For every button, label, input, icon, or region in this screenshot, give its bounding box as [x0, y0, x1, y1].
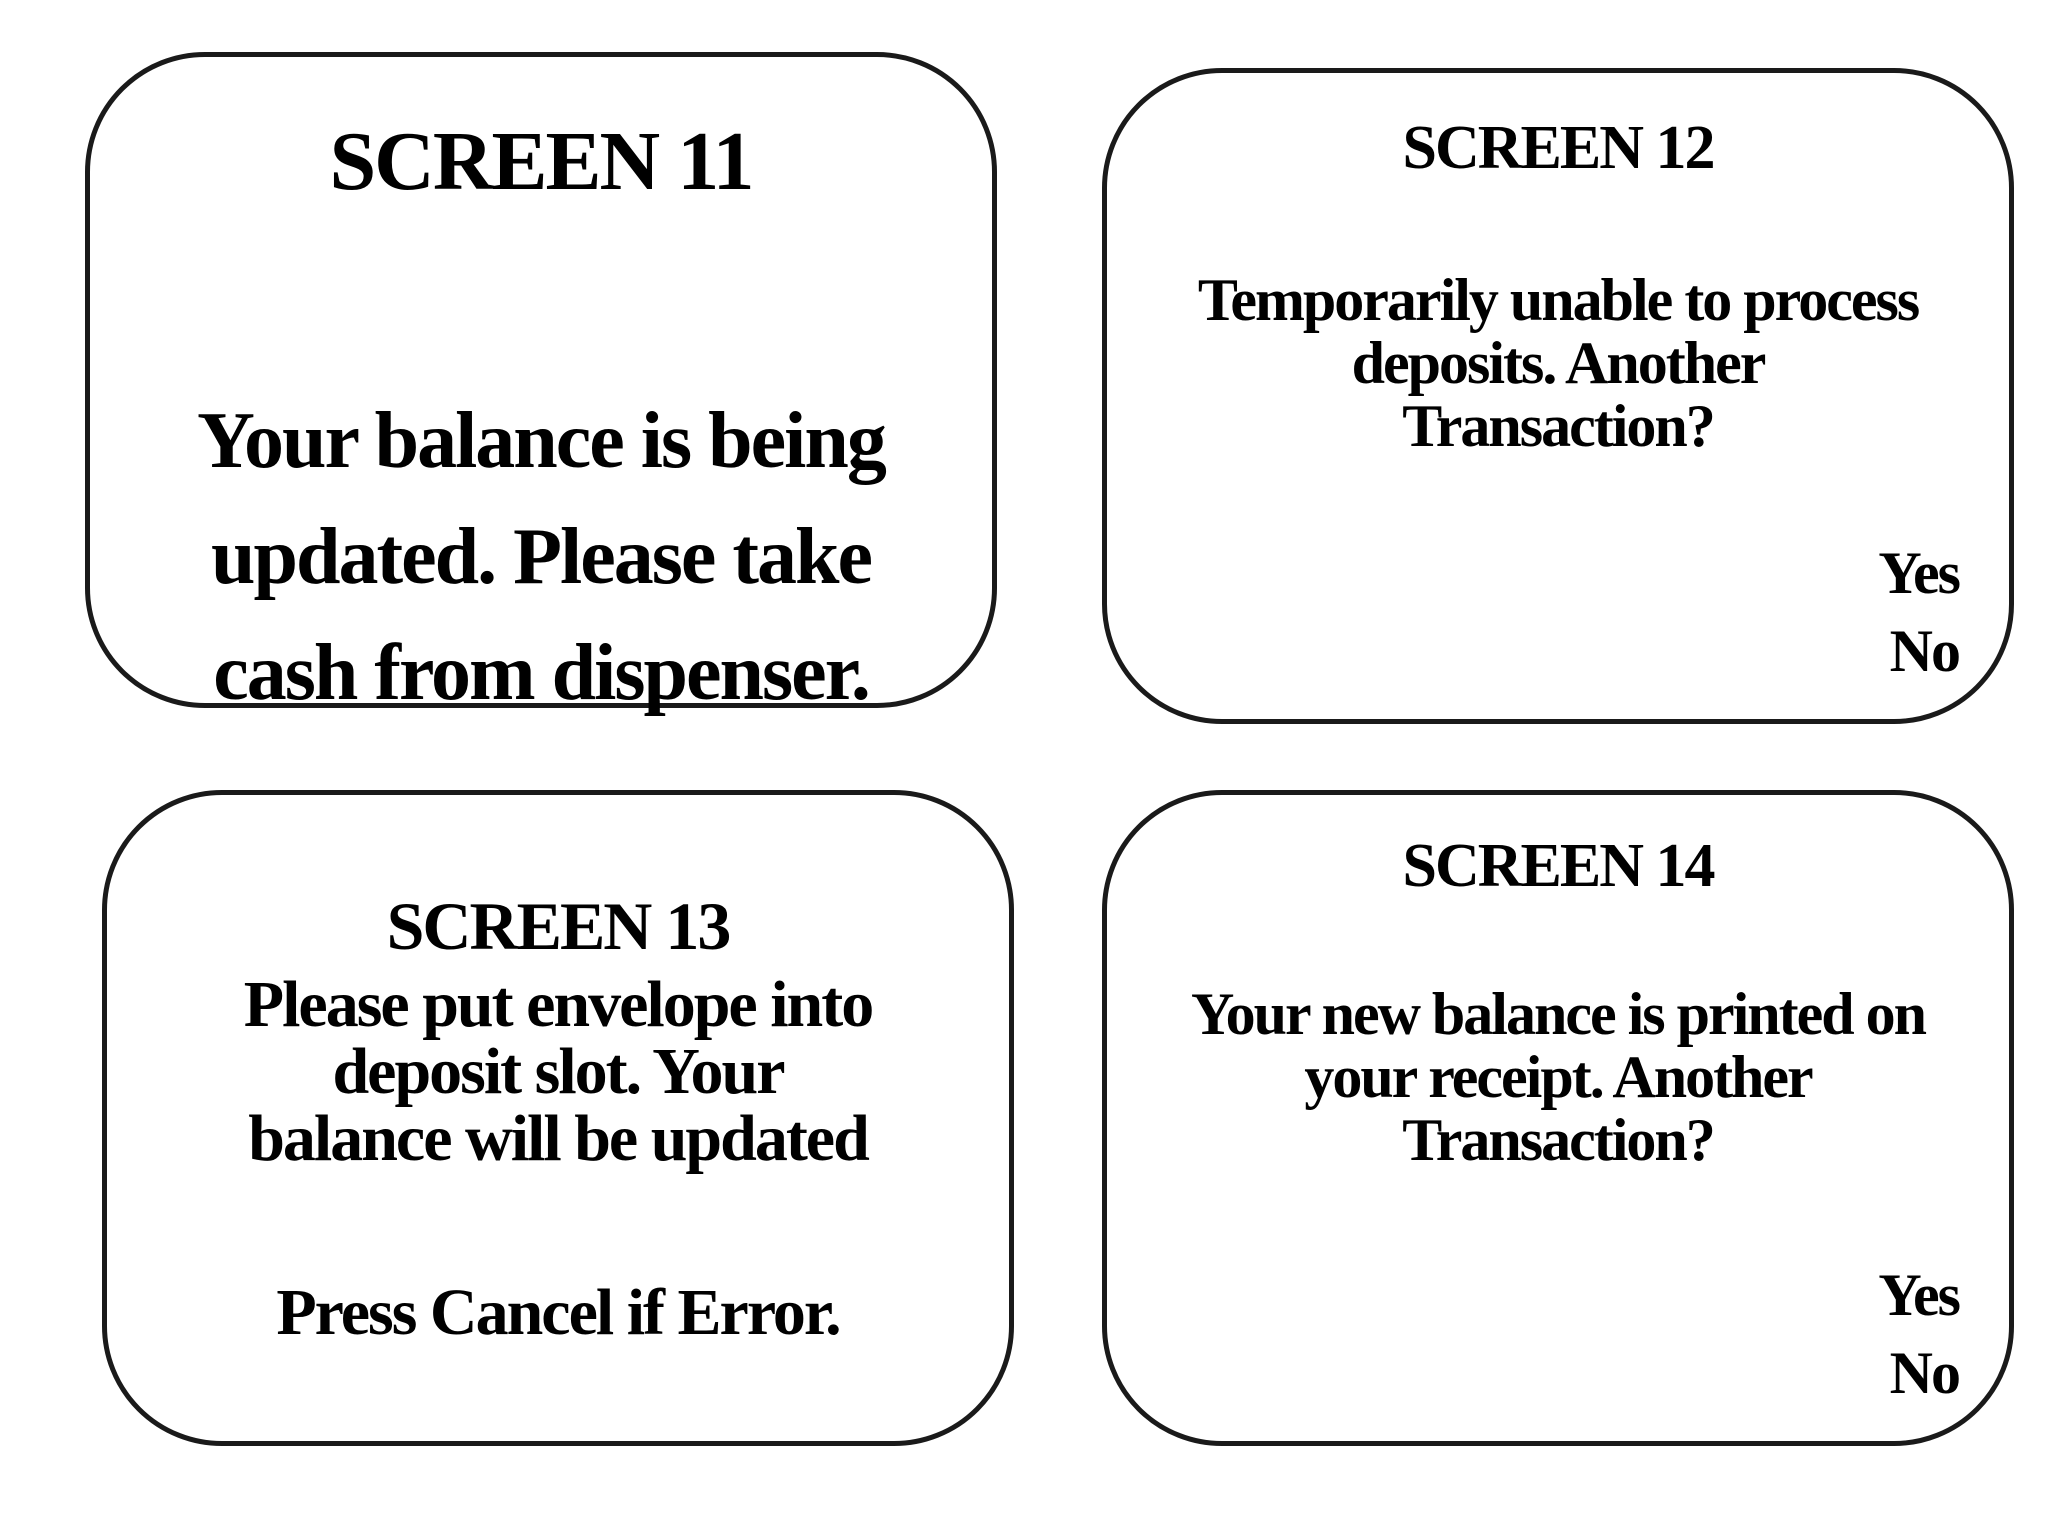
no-option[interactable]: No [1889, 618, 1961, 684]
screen-message: Your new balance is printed on your rece… [1107, 983, 2009, 1172]
screen-card-11: SCREEN 11 Your balance is being updated.… [85, 52, 997, 717]
screen-card-12: SCREEN 12 Temporarily unable to process … [1102, 68, 2014, 724]
message-line: balance will be updated [248, 1102, 870, 1175]
screen-message: Your balance is being updated. Please ta… [90, 383, 992, 731]
screen-title: SCREEN 13 [386, 888, 732, 964]
screen-message: Please put envelope into deposit slot. Y… [107, 971, 1009, 1172]
screen-title: SCREEN 14 [1402, 832, 1715, 900]
yes-option[interactable]: Yes [1878, 540, 1961, 606]
yes-option[interactable]: Yes [1878, 1262, 1961, 1328]
cancel-note: Press Cancel if Error. [276, 1276, 841, 1349]
message-line: updated. Please take [211, 513, 873, 601]
message-line: Transaction? [1402, 393, 1716, 459]
message-line: Your new balance is printed on [1190, 981, 1927, 1047]
screen-card-14: SCREEN 14 Your new balance is printed on… [1102, 790, 2014, 1446]
no-option[interactable]: No [1889, 1340, 1961, 1406]
screen-title: SCREEN 12 [1402, 114, 1715, 182]
message-line: Transaction? [1402, 1107, 1716, 1173]
message-line: cash from dispenser. [213, 629, 871, 717]
screen-title: SCREEN 11 [329, 115, 754, 208]
message-line: Please put envelope into [243, 968, 874, 1041]
message-line: deposits. Another [1351, 330, 1767, 396]
screen-card-13: SCREEN 13 Please put envelope into depos… [102, 790, 1014, 1446]
message-line: your receipt. Another [1304, 1044, 1813, 1110]
screen-message: Temporarily unable to process deposits. … [1107, 269, 2009, 458]
message-line: Temporarily unable to process [1197, 267, 1920, 333]
message-line: deposit slot. Your [332, 1035, 785, 1108]
message-line: Your balance is being [197, 397, 887, 485]
